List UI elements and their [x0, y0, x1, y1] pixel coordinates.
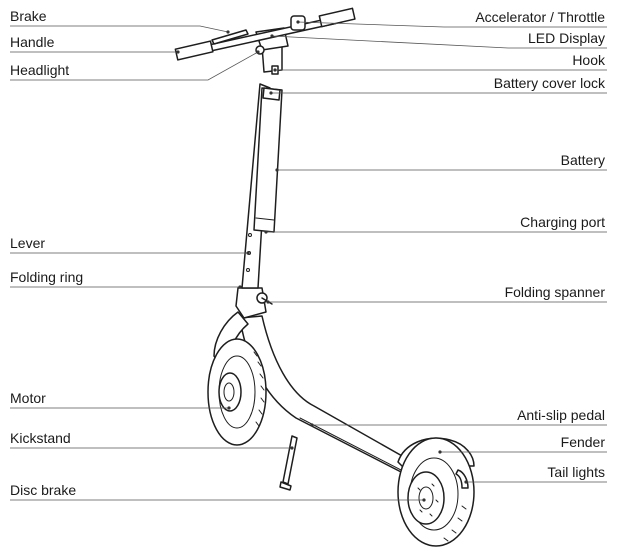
motor-hub-inner — [223, 382, 235, 402]
kickstand — [282, 435, 298, 485]
lever-hole-3 — [246, 268, 250, 272]
label-kickstand: Kickstand — [10, 430, 71, 446]
label-fender: Fender — [561, 434, 606, 450]
dot-anti-slip-pedal — [310, 423, 314, 427]
dot-lever — [246, 251, 250, 255]
lever-hole-1 — [248, 233, 252, 237]
dot-brake — [226, 30, 230, 34]
motor-hub — [218, 372, 242, 412]
label-motor: Motor — [10, 390, 46, 406]
battery-seam — [255, 217, 275, 221]
dot-folding-ring — [238, 285, 242, 289]
dot-motor — [227, 406, 231, 410]
rear-tire-tread — [443, 505, 467, 542]
dot-led-display — [270, 34, 274, 38]
label-tail-lights: Tail lights — [547, 464, 605, 480]
brake-lever — [211, 29, 249, 45]
label-headlight: Headlight — [10, 62, 69, 78]
dot-hook — [273, 68, 277, 72]
label-charging-port: Charging port — [520, 214, 605, 230]
leader-dots — [176, 20, 468, 502]
label-battery-cover-lock: Battery cover lock — [494, 75, 606, 91]
dot-kickstand — [290, 446, 294, 450]
label-battery: Battery — [561, 152, 605, 168]
dot-fender — [438, 450, 442, 454]
dot-battery — [275, 168, 279, 172]
label-folding-ring: Folding ring — [10, 269, 83, 285]
dot-disc-brake — [422, 498, 426, 502]
dot-accelerator — [296, 20, 300, 24]
label-led-display: LED Display — [528, 30, 605, 46]
label-folding-spanner: Folding spanner — [505, 284, 606, 300]
label-brake: Brake — [10, 8, 47, 24]
tail-light — [455, 469, 469, 489]
scooter-illustration — [174, 7, 475, 547]
leader-led-display — [271, 35, 607, 49]
label-handle: Handle — [10, 34, 55, 50]
dot-charging-port — [264, 230, 268, 234]
dot-headlight — [256, 50, 260, 54]
dot-handle — [176, 50, 180, 54]
handle-grip-left — [174, 40, 214, 61]
kickstand-foot — [279, 481, 292, 491]
leader-lines — [10, 21, 607, 501]
label-anti-slip-pedal: Anti-slip pedal — [517, 407, 605, 423]
front-tire-tread — [253, 351, 265, 427]
label-accelerator: Accelerator / Throttle — [475, 9, 605, 25]
label-lever: Lever — [10, 235, 45, 251]
leader-accelerator — [297, 21, 607, 28]
leader-headlight — [10, 51, 259, 81]
dot-battery-cover-lock — [269, 91, 273, 95]
dot-tail-lights — [464, 480, 468, 484]
leader-brake — [10, 25, 229, 33]
disc-brake-holes — [417, 483, 439, 517]
handle-grip-right — [318, 7, 356, 28]
labels-left: Brake Handle Headlight Lever Folding rin… — [10, 8, 83, 498]
labels-right: Accelerator / Throttle LED Display Hook … — [475, 9, 606, 480]
label-hook: Hook — [572, 52, 606, 68]
dot-folding-spanner — [266, 300, 270, 304]
disc-brake-rotor — [407, 471, 445, 525]
disc-brake-hub — [418, 486, 434, 510]
label-disc-brake: Disc brake — [10, 482, 76, 498]
